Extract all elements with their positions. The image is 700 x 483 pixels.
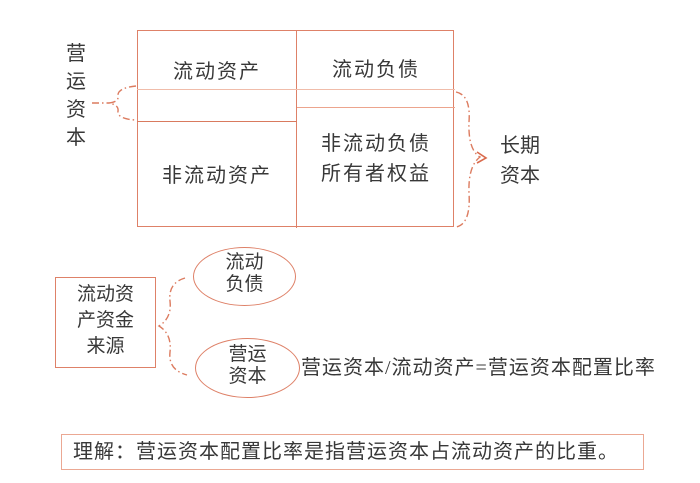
balance-table-row-line-full [137,89,455,90]
cell-noncurrent-liabilities-equity: 非流动负债 所有者权益 [321,133,431,185]
ellipse-current-liabilities: 流动 负债 [193,247,296,306]
long-term-capital-label: 长期 资本 [500,135,540,187]
balance-table-outline [137,30,454,227]
left-brace-icon [108,85,137,121]
balance-table-column-divider [296,30,297,228]
middle-brace-icon [157,277,188,376]
cell-current-assets: 流动资产 [173,61,261,83]
cell-noncurrent-assets: 非流动资产 [162,165,272,187]
right-brace-icon [455,91,482,228]
right-brace-arrow-icon [476,151,488,164]
balance-table-row-line-left [137,121,297,122]
cell-current-liabilities: 流动负债 [332,59,420,81]
ellipse-working-capital: 营运 资本 [195,338,300,398]
current-asset-funding-source-box: 流动资 产资金 来源 [55,277,156,368]
working-capital-vertical-label: 营 运 资 本 [66,43,86,149]
note-box: 理解：营运资本配置比率是指营运资本占流动资产的比重。 [61,434,644,470]
balance-table-row-line-right [297,107,455,108]
working-capital-ratio-formula: 营运资本/流动资产=营运资本配置比率 [301,357,656,379]
